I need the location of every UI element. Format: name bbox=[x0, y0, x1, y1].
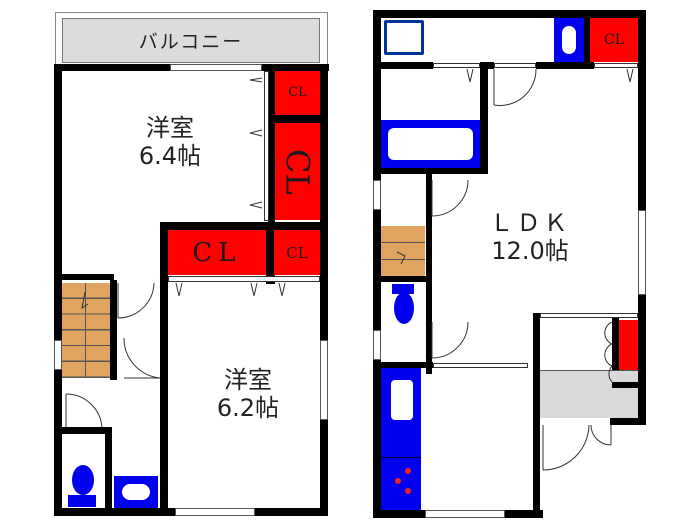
wall bbox=[268, 64, 275, 284]
stove bbox=[381, 458, 421, 510]
bathtub bbox=[381, 120, 480, 168]
window bbox=[373, 180, 381, 210]
shoe-closet bbox=[619, 320, 638, 382]
balcony-label: バルコニー bbox=[138, 31, 244, 53]
balcony: バルコニー bbox=[62, 18, 320, 63]
stair-direction-arrow bbox=[396, 251, 406, 265]
window bbox=[638, 210, 646, 295]
closet-doors bbox=[168, 276, 320, 282]
sliding-door bbox=[494, 63, 536, 68]
sink bbox=[554, 18, 584, 62]
wall bbox=[373, 362, 433, 368]
window bbox=[175, 508, 255, 516]
wall bbox=[373, 10, 646, 18]
wall bbox=[373, 10, 381, 518]
window bbox=[54, 340, 62, 370]
wall bbox=[54, 64, 62, 516]
wall bbox=[480, 62, 488, 172]
washing-machine bbox=[384, 20, 424, 55]
wall bbox=[373, 168, 488, 174]
toilet bbox=[394, 292, 414, 324]
doors bbox=[65, 282, 161, 429]
entrance-floor bbox=[540, 370, 638, 418]
closet: CL bbox=[275, 123, 320, 220]
wall bbox=[110, 280, 117, 380]
closet: CL bbox=[590, 18, 638, 62]
closet-door-markers bbox=[175, 77, 286, 297]
closet-door bbox=[594, 63, 638, 68]
sliding-door bbox=[433, 63, 480, 68]
closet: CL bbox=[275, 71, 320, 116]
window bbox=[170, 64, 262, 71]
sliding-door bbox=[433, 363, 528, 368]
room-ldk: ＬＤＫ 12.0帖 bbox=[489, 209, 571, 265]
floor-plan-left: バルコニー CL CL CL CL 洋室 6.4帖 洋室 6.2帖 bbox=[0, 0, 340, 525]
wall bbox=[54, 274, 114, 280]
room-western-6-4: 洋室 6.4帖 bbox=[138, 114, 202, 170]
wall bbox=[536, 62, 594, 69]
window bbox=[425, 510, 505, 518]
wall bbox=[533, 313, 540, 518]
closet-doors bbox=[264, 71, 269, 221]
stair-divider bbox=[85, 283, 86, 378]
stair-direction-arrow bbox=[81, 291, 89, 310]
wall bbox=[160, 222, 168, 510]
wall bbox=[266, 222, 274, 284]
wall bbox=[612, 382, 646, 388]
toilet bbox=[72, 465, 94, 495]
closet: CL bbox=[168, 230, 266, 275]
wall bbox=[373, 276, 431, 282]
room-western-6-2: 洋室 6.2帖 bbox=[216, 366, 280, 422]
wall bbox=[54, 427, 112, 434]
stairs bbox=[62, 283, 110, 378]
wall bbox=[426, 174, 432, 374]
wall bbox=[268, 115, 323, 123]
toilet-tank bbox=[392, 284, 414, 294]
stairs bbox=[381, 226, 425, 276]
toilet-tank bbox=[68, 495, 96, 507]
washbasin bbox=[114, 476, 158, 508]
kitchen-sink bbox=[381, 368, 421, 458]
closet: CL bbox=[274, 230, 320, 275]
wall bbox=[105, 427, 112, 512]
sliding-door bbox=[540, 313, 638, 318]
wall bbox=[320, 64, 328, 516]
window bbox=[373, 330, 381, 360]
wall bbox=[610, 418, 646, 425]
wall bbox=[584, 18, 590, 66]
wall bbox=[373, 62, 433, 69]
wall bbox=[612, 318, 619, 388]
window bbox=[320, 340, 328, 420]
wall bbox=[160, 222, 328, 230]
